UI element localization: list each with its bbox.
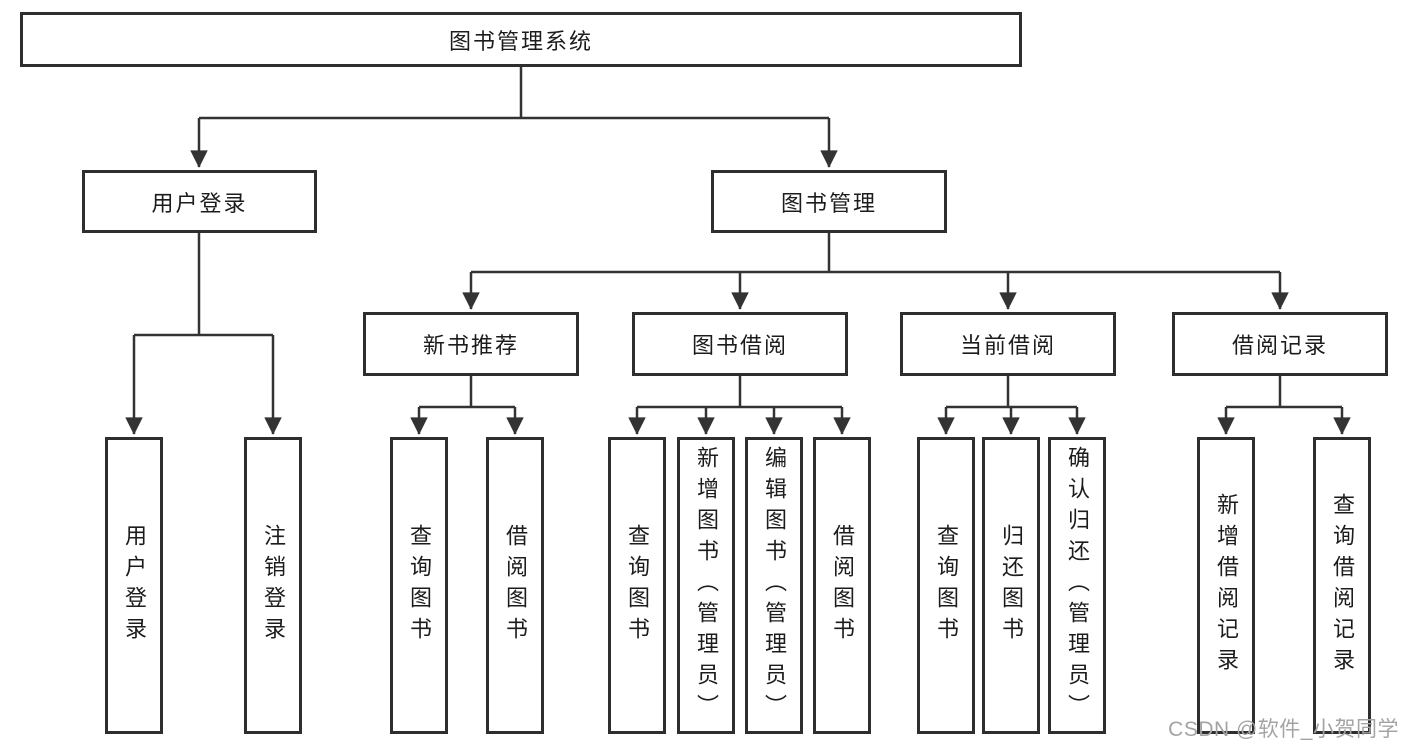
node-label: 确认归还（管理员）	[1065, 446, 1090, 725]
connector-book-borrowing-split	[628, 376, 851, 435]
leaf-user-login: 用户登录	[105, 437, 163, 734]
leaf-add-books-admin: 新增图书（管理员）	[677, 437, 735, 734]
node-library-management-system: 图书管理系统	[20, 12, 1022, 67]
node-label: 借阅记录	[1231, 333, 1328, 358]
node-label: 借阅图书	[830, 523, 855, 648]
connector-borrow-records-split	[1217, 376, 1351, 435]
node-label: 查询借阅记录	[1330, 492, 1355, 679]
leaf-add-borrow-record: 新增借阅记录	[1197, 437, 1255, 734]
leaf-query-books-borrowing: 查询图书	[608, 437, 666, 734]
connector-root-split	[190, 67, 838, 168]
leaf-logout: 注销登录	[244, 437, 302, 734]
node-label: 图书管理系统	[448, 28, 593, 54]
leaf-edit-books-admin: 编辑图书（管理员）	[745, 437, 803, 734]
node-label: 新增借阅记录	[1214, 492, 1239, 679]
leaf-query-borrow-record: 查询借阅记录	[1313, 437, 1371, 734]
node-book-management: 图书管理	[711, 170, 947, 233]
node-current-borrowing: 当前借阅	[900, 312, 1116, 376]
connector-new-book-split	[410, 376, 524, 435]
leaf-query-books-current: 查询图书	[917, 437, 975, 734]
connector-book-management-split	[462, 233, 1289, 310]
connector-user-login-split	[125, 233, 282, 435]
node-label: 编辑图书（管理员）	[762, 446, 787, 725]
node-label: 当前借阅	[959, 333, 1056, 358]
leaf-borrow-books: 借阅图书	[813, 437, 871, 734]
node-label: 查询图书	[407, 523, 432, 648]
node-borrowing-records: 借阅记录	[1172, 312, 1388, 376]
node-label: 查询图书	[625, 523, 650, 648]
leaf-borrow-books-recommend: 借阅图书	[486, 437, 544, 734]
node-new-book-recommendation: 新书推荐	[363, 312, 579, 376]
leaf-return-books: 归还图书	[982, 437, 1040, 734]
node-user-login: 用户登录	[82, 170, 317, 233]
leaf-query-books-recommend: 查询图书	[390, 437, 448, 734]
node-label: 归还图书	[999, 523, 1024, 648]
node-label: 新增图书（管理员）	[694, 446, 719, 725]
node-book-borrowing: 图书借阅	[632, 312, 848, 376]
node-label: 用户登录	[122, 523, 147, 648]
connector-current-borrowing-split	[937, 376, 1086, 435]
node-label: 新书推荐	[422, 333, 519, 358]
node-label: 用户登录	[151, 190, 248, 216]
node-label: 注销登录	[261, 523, 286, 648]
node-label: 借阅图书	[503, 523, 528, 648]
node-label: 查询图书	[934, 523, 959, 648]
node-label: 图书管理	[780, 190, 877, 216]
leaf-confirm-return-admin: 确认归还（管理员）	[1048, 437, 1106, 734]
csdn-watermark: CSDN @软件_小贺同学	[1168, 718, 1399, 741]
node-label: 图书借阅	[691, 333, 788, 358]
